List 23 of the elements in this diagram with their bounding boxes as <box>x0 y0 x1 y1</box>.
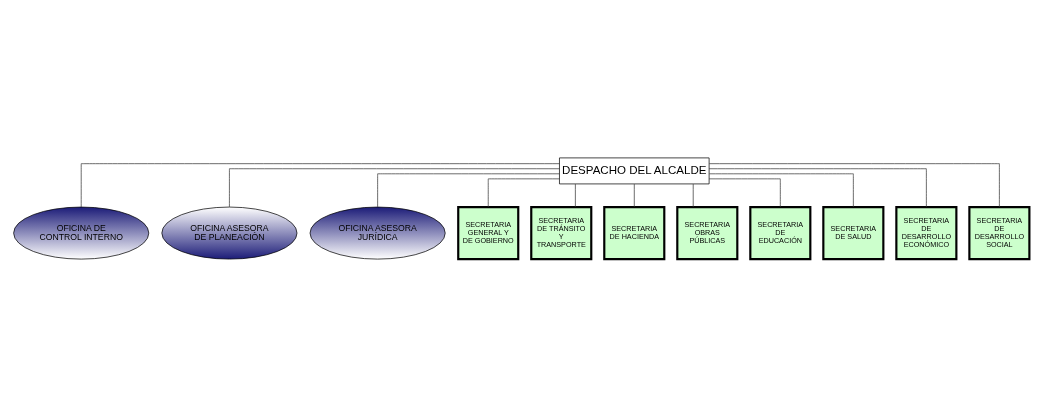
node-box: SECRETARIA DE DESARROLLO SOCIAL <box>968 205 1031 260</box>
connector <box>708 162 1000 207</box>
connector <box>377 172 560 207</box>
node-box: DESPACHO DEL ALCALDE <box>559 157 710 184</box>
node-box: SECRETARIA GENERAL Y DE GOBIERNO <box>457 205 520 260</box>
connector <box>487 178 560 207</box>
connector <box>708 167 927 207</box>
node-ellipse: OFICINA DE CONTROL INTERNO <box>13 206 150 259</box>
connector <box>229 167 560 207</box>
node-box: SECRETARIA DE DESARROLLO ECONÓMICO <box>895 205 958 260</box>
connector <box>575 183 576 207</box>
node-ellipse: OFICINA ASESORA DE PLANEACIÒN <box>161 206 298 259</box>
connector <box>633 183 635 207</box>
node-box: SECRETARIA DE EDUCACIÓN <box>749 205 812 260</box>
node-box: SECRETARIA DE SALUD <box>822 205 885 260</box>
connector <box>708 178 781 207</box>
connector <box>80 162 560 207</box>
connector <box>692 183 694 207</box>
connector <box>709 172 854 207</box>
node-ellipse: OFICINA ASESORA JURÍDICA <box>309 206 446 259</box>
node-box: SECRETARIA DE TRÁNSITO Y TRANSPORTE <box>530 205 593 260</box>
node-box: SECRETARIA DE HACIENDA <box>603 205 666 260</box>
node-box: SECRETARIA OBRAS PÚBLICAS <box>676 205 739 260</box>
